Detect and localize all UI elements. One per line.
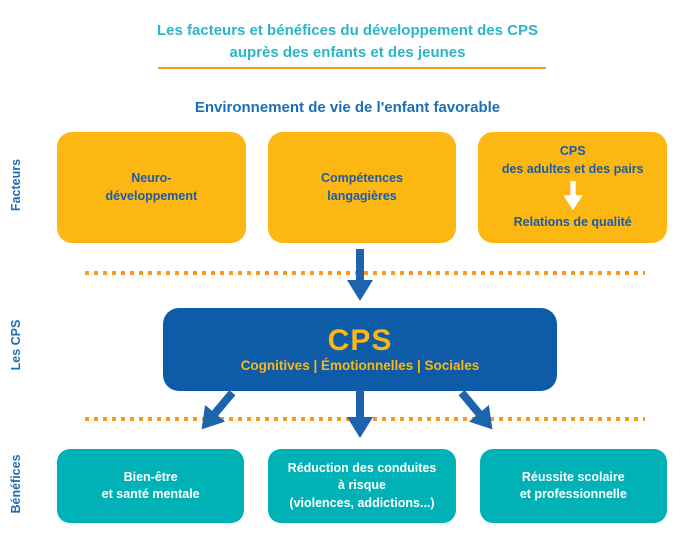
environment-subtitle: Environnement de vie de l'enfant favorab… <box>194 99 501 116</box>
factor-label: Neuro- développement <box>105 171 198 203</box>
down-right-arrow-icon <box>458 390 493 430</box>
factor-box-neurodeveloppement: Neuro- développement <box>57 132 246 243</box>
benefit-box-reussite-scolaire: Réussite scolaire et professionnelle <box>479 449 667 523</box>
down-left-arrow-icon <box>201 390 236 430</box>
benefit-label: Réussite scolaire et professionnelle <box>519 469 627 502</box>
factor-label-top: CPS des adultes et des pairs <box>501 144 644 176</box>
factor-label-bottom: Relations de qualité <box>513 215 632 230</box>
factors-row: Neuro- développement Compétences langagi… <box>57 132 668 243</box>
benefit-box-reduction-conduites: Réduction des conduites à risque (violen… <box>268 449 456 523</box>
dotted-separator-top <box>85 271 645 275</box>
page-title: Les facteurs et bénéfices du développeme… <box>157 22 538 61</box>
cps-central-box: CPS Cognitives | Émotionnelles | Sociale… <box>163 308 557 391</box>
factor-box-cps-adultes-pairs: CPS des adultes et des pairs Relations d… <box>478 132 668 243</box>
benefit-box-bien-etre: Bien-être et santé mentale <box>57 449 245 523</box>
down-arrow-icon <box>347 249 373 301</box>
down-arrow-icon <box>347 390 373 438</box>
factor-box-competences-langagieres: Compétences langagières <box>267 132 457 243</box>
title-underline <box>158 67 546 69</box>
cps-title: CPS <box>327 324 393 357</box>
side-label-les-cps: Les CPS <box>9 319 23 371</box>
side-label-facteurs: Facteurs <box>9 158 23 212</box>
side-label-benefices: Bénéfices <box>9 454 23 514</box>
factor-label: Compétences langagières <box>321 171 403 203</box>
benefit-label: Réduction des conduites à risque (violen… <box>287 460 437 510</box>
benefit-label: Bien-être et santé mentale <box>101 469 200 502</box>
white-down-arrow-icon <box>562 181 583 211</box>
benefits-row: Bien-être et santé mentale Réduction des… <box>57 449 667 523</box>
cps-subtitle: Cognitives | Émotionnelles | Sociales <box>240 358 480 373</box>
